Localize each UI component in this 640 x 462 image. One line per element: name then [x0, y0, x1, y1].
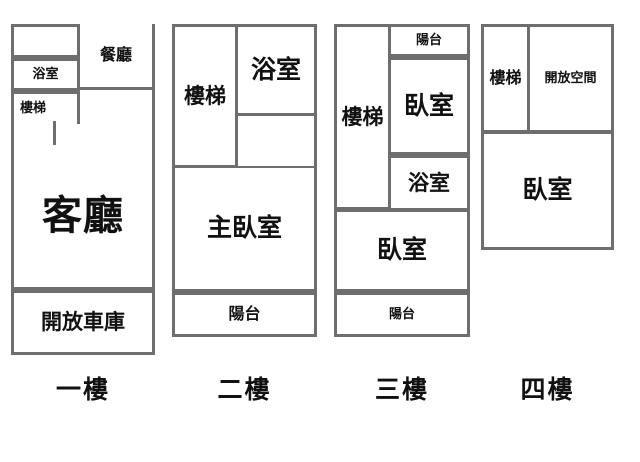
room-bathroom: 浴室	[388, 155, 470, 211]
room-open-space-label: 開放空間	[544, 70, 597, 86]
room-dining: 餐廳	[77, 24, 155, 90]
floor-caption-2: 二樓	[217, 375, 272, 404]
floor2-right-wall-mid	[314, 113, 317, 168]
room-balcony-bottom-label: 陽台	[388, 306, 415, 322]
room-bedroom-lower: 臥室	[334, 209, 470, 292]
room-open-garage-label: 開放車庫	[41, 310, 125, 335]
room-stairs-label: 樓梯	[489, 68, 522, 88]
room-balcony: 陽台	[172, 292, 317, 337]
room-stairs: 樓梯	[11, 91, 80, 124]
room-balcony-top-label: 陽台	[415, 32, 442, 48]
room-bedroom-upper-label: 臥室	[403, 90, 454, 120]
room-bathroom-label: 浴室	[32, 66, 59, 82]
room-bedroom-lower-label: 臥室	[376, 235, 427, 265]
room-bathroom: 浴室	[11, 58, 80, 91]
room-living: 客廳	[11, 145, 155, 290]
room-balcony-bottom: 陽台	[334, 292, 470, 337]
room-bedroom-upper: 臥室	[388, 57, 470, 155]
room-open-garage: 開放車庫	[11, 290, 155, 355]
room-bathroom-label: 浴室	[408, 170, 450, 195]
room-bathroom-label: 浴室	[250, 54, 301, 84]
room-living-label: 客廳	[42, 193, 124, 239]
room-bathroom: 浴室	[235, 24, 317, 116]
room-balcony-label: 陽台	[228, 304, 261, 324]
floor1-right-wall	[152, 24, 155, 355]
room-bedroom-label: 臥室	[522, 175, 573, 205]
room-dining-label: 餐廳	[99, 45, 132, 65]
room-master-bedroom-label: 主臥室	[206, 213, 282, 243]
room-open-space: 開放空間	[527, 24, 614, 133]
floor2-open-gap	[238, 116, 314, 166]
room-stairs-step	[11, 121, 56, 148]
room-stairs-label: 樓梯	[20, 101, 47, 117]
room-stairs: 樓梯	[481, 24, 530, 133]
floor-caption-3: 三樓	[374, 375, 429, 404]
room-master-bedroom: 主臥室	[172, 165, 317, 292]
room-stairs-label: 樓梯	[341, 104, 384, 129]
room-stairs: 樓梯	[334, 24, 391, 210]
room-stairs-label: 樓梯	[184, 83, 226, 108]
room-stairs: 樓梯	[172, 24, 238, 168]
room-bedroom: 臥室	[481, 131, 614, 250]
floor-caption-1: 一樓	[55, 375, 110, 404]
floor-caption-4: 四樓	[520, 375, 575, 404]
room-balcony-top: 陽台	[388, 24, 470, 57]
